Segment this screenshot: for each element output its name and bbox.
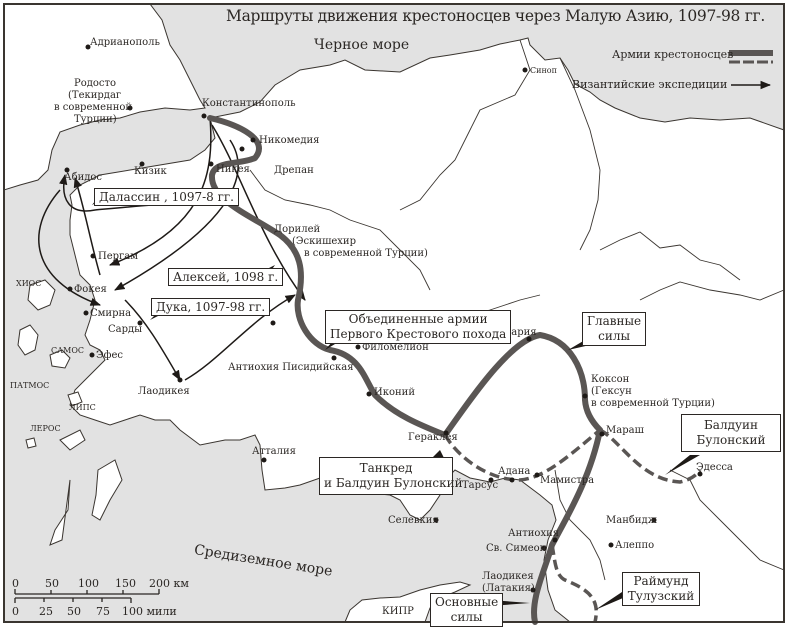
city-abydos: Абидос [64, 172, 103, 183]
city-nicaea: Никея [216, 164, 250, 175]
scale-km-150: 150 [115, 577, 136, 590]
label-box-raymond: Раймунд Тулузский [622, 572, 700, 606]
united-armies-line2: Первого Крестового похода [330, 327, 507, 341]
city-mamistra: Мамистра [540, 475, 595, 486]
legend-crusader-armies: Армии крестоносцев [612, 48, 734, 61]
city-dorylaeum-line3: в современной Турции) [304, 248, 428, 259]
map-title: Маршруты движения крестоносцев через Мал… [226, 7, 766, 25]
scale-bar [14, 589, 160, 603]
baldwin-line2: Булонский [696, 433, 766, 447]
tancred-line2: и Балдуин Булонский [324, 476, 463, 490]
basic-forces-line2: силы [450, 610, 483, 624]
city-markers [64, 44, 703, 593]
label-box-duka: Дука, 1097-98 гг. [151, 298, 271, 316]
city-manbij: Манбидж [606, 515, 657, 526]
united-armies-line1: Объединенные армии [348, 312, 488, 326]
crusader-routes-solid [207, 115, 603, 625]
city-kokson-line2: (Гексун [591, 386, 632, 397]
city-laodikeya-latakia-line2: (Латакия) [482, 583, 535, 594]
sea-label-black: Черное море [314, 37, 410, 53]
city-dorylaeum-line2: (Эскишехир [292, 236, 356, 247]
city-efes: Эфес [96, 350, 123, 361]
label-box-tancred: Танкред и Балдуин Булонский [319, 457, 463, 495]
city-ikoniy: Иконий [374, 387, 415, 398]
label-box-united-armies: Объединенные армии Первого Крестового по… [325, 310, 512, 344]
city-dorylaeum: Дорилей [274, 224, 321, 235]
city-sinop: Синоп [530, 66, 557, 75]
label-box-baldwin: Балдуин Булонский [681, 414, 781, 452]
city-tarsus: Тарсус [462, 480, 499, 491]
raymond-line1: Раймунд [633, 574, 689, 588]
city-marash: Мараш [606, 425, 644, 436]
aegean-islands [17, 279, 123, 546]
legend-byzantine-expeditions: Византийские экспедиции [572, 78, 728, 91]
city-herakleya: Гераклея [408, 432, 458, 443]
city-rodosto-line3: в современной [54, 102, 133, 113]
island-lips: ЛИПС [69, 403, 96, 412]
city-pergam: Пергам [98, 251, 139, 262]
city-kokson: Коксон [591, 374, 630, 385]
city-seleukia: Селевкия [388, 515, 439, 526]
scale-km-200: 200 км [149, 577, 189, 590]
city-rodosto: Родосто [74, 78, 117, 89]
main-forces-line2: силы [598, 329, 631, 343]
scale-mi-25: 25 [39, 605, 53, 618]
map-frame [3, 3, 785, 623]
scale-km-100: 100 [78, 577, 99, 590]
city-sardy: Сарды [108, 324, 143, 335]
baldwin-line1: Балдуин [703, 418, 759, 432]
city-fokeya: Фокея [74, 284, 107, 295]
label-box-aleksey: Алексей, 1098 г. [168, 268, 284, 286]
raymond-line2: Тулузский [627, 589, 695, 603]
scale-km-50: 50 [45, 577, 59, 590]
island-cyprus: КИПР [382, 606, 414, 617]
island-samos: САМОС [51, 346, 85, 355]
island-chios: ХИОС [16, 279, 42, 288]
scale-mi-100: 100 мили [122, 605, 177, 618]
city-kesariya: Кесария [492, 327, 537, 338]
city-adana: Адана [498, 466, 531, 477]
city-adrianople: Адрианополь [90, 37, 160, 48]
tancred-line1: Танкред [359, 461, 413, 475]
scale-mi-75: 75 [96, 605, 110, 618]
scale-mi-0: 0 [12, 605, 19, 618]
island-leros: ЛЕРОС [30, 424, 61, 433]
city-attaliya: Атталия [252, 446, 296, 457]
city-rodosto-line4: Турции) [74, 114, 117, 125]
main-forces-line1: Главные [587, 314, 642, 328]
label-box-dalassin: Далассин , 1097-8 гг. [94, 188, 239, 206]
label-box-main-forces: Главные силы [582, 312, 647, 346]
city-nicomedia: Никомедия [259, 135, 320, 146]
scale-km-0: 0 [12, 577, 19, 590]
city-laodikeya-latakia: Лаодикея [482, 571, 534, 582]
scale-mi-50: 50 [67, 605, 81, 618]
city-rodosto-line2: (Текирдаг [68, 90, 122, 101]
label-box-basic-forces: Основные силы [430, 593, 504, 627]
crusader-routes-dashed [443, 428, 702, 623]
city-kokson-line3: в современной Турции) [591, 398, 715, 409]
city-smyrna: Смирна [90, 308, 132, 319]
island-patmos: ПАТМОС [10, 381, 50, 390]
city-aleppo: Алеппо [615, 540, 655, 551]
balkan-land [3, 3, 206, 191]
city-filomelion: Филомелион [362, 342, 429, 353]
city-laodikeya: Лаодикея [138, 386, 190, 397]
city-drepan: Дрепан [274, 165, 314, 176]
city-antioch: Антиохия [508, 528, 560, 539]
city-kizik: Кизик [134, 166, 167, 177]
city-st-simeon: Св. Симеон [486, 543, 547, 554]
city-constantinople: Константинополь [202, 98, 296, 109]
basic-forces-line1: Основные [435, 595, 499, 609]
city-edessa: Эдесса [696, 462, 733, 473]
city-antioch-pisidian: Антиохия Писидийская [228, 362, 354, 373]
